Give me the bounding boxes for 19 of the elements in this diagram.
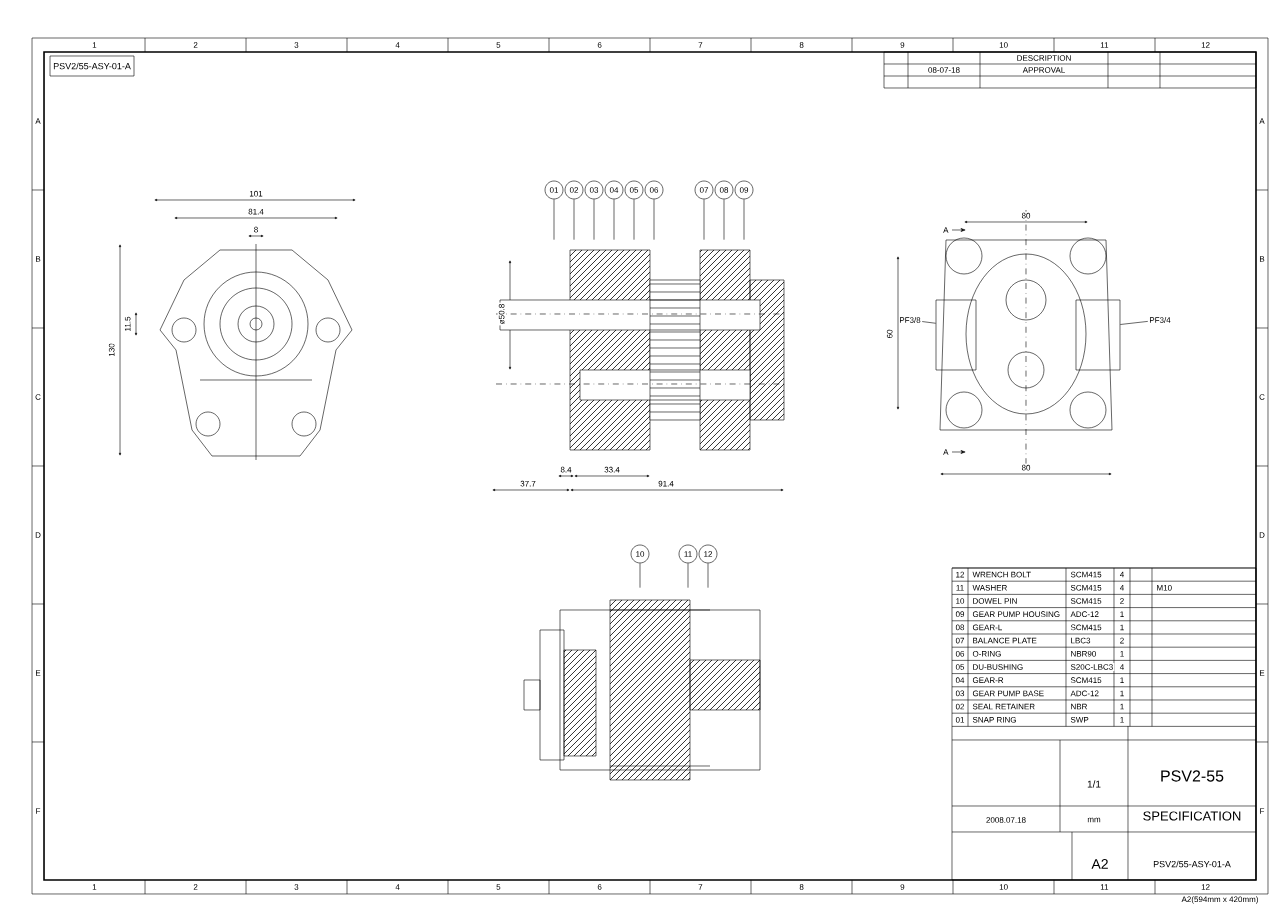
leader-line [653, 199, 655, 240]
section-view-drawing [495, 249, 785, 451]
bottom-section-drawing [523, 609, 761, 771]
leader-line [687, 563, 689, 588]
leader-line [921, 321, 936, 324]
leader-line [633, 199, 635, 240]
side-view-drawing [935, 237, 1121, 431]
leader-line [553, 199, 555, 240]
leader-line [703, 199, 705, 240]
bottom-section-drawing [563, 599, 761, 781]
model-number: PSV2-55 [1158, 769, 1226, 783]
leader-line [743, 199, 745, 240]
leader-line [639, 563, 641, 588]
leader-line [573, 199, 575, 240]
leader-line [593, 199, 595, 240]
leader-line [707, 563, 709, 588]
leader-line [1120, 321, 1149, 325]
leader-line [723, 199, 725, 240]
leader-line [613, 199, 615, 240]
